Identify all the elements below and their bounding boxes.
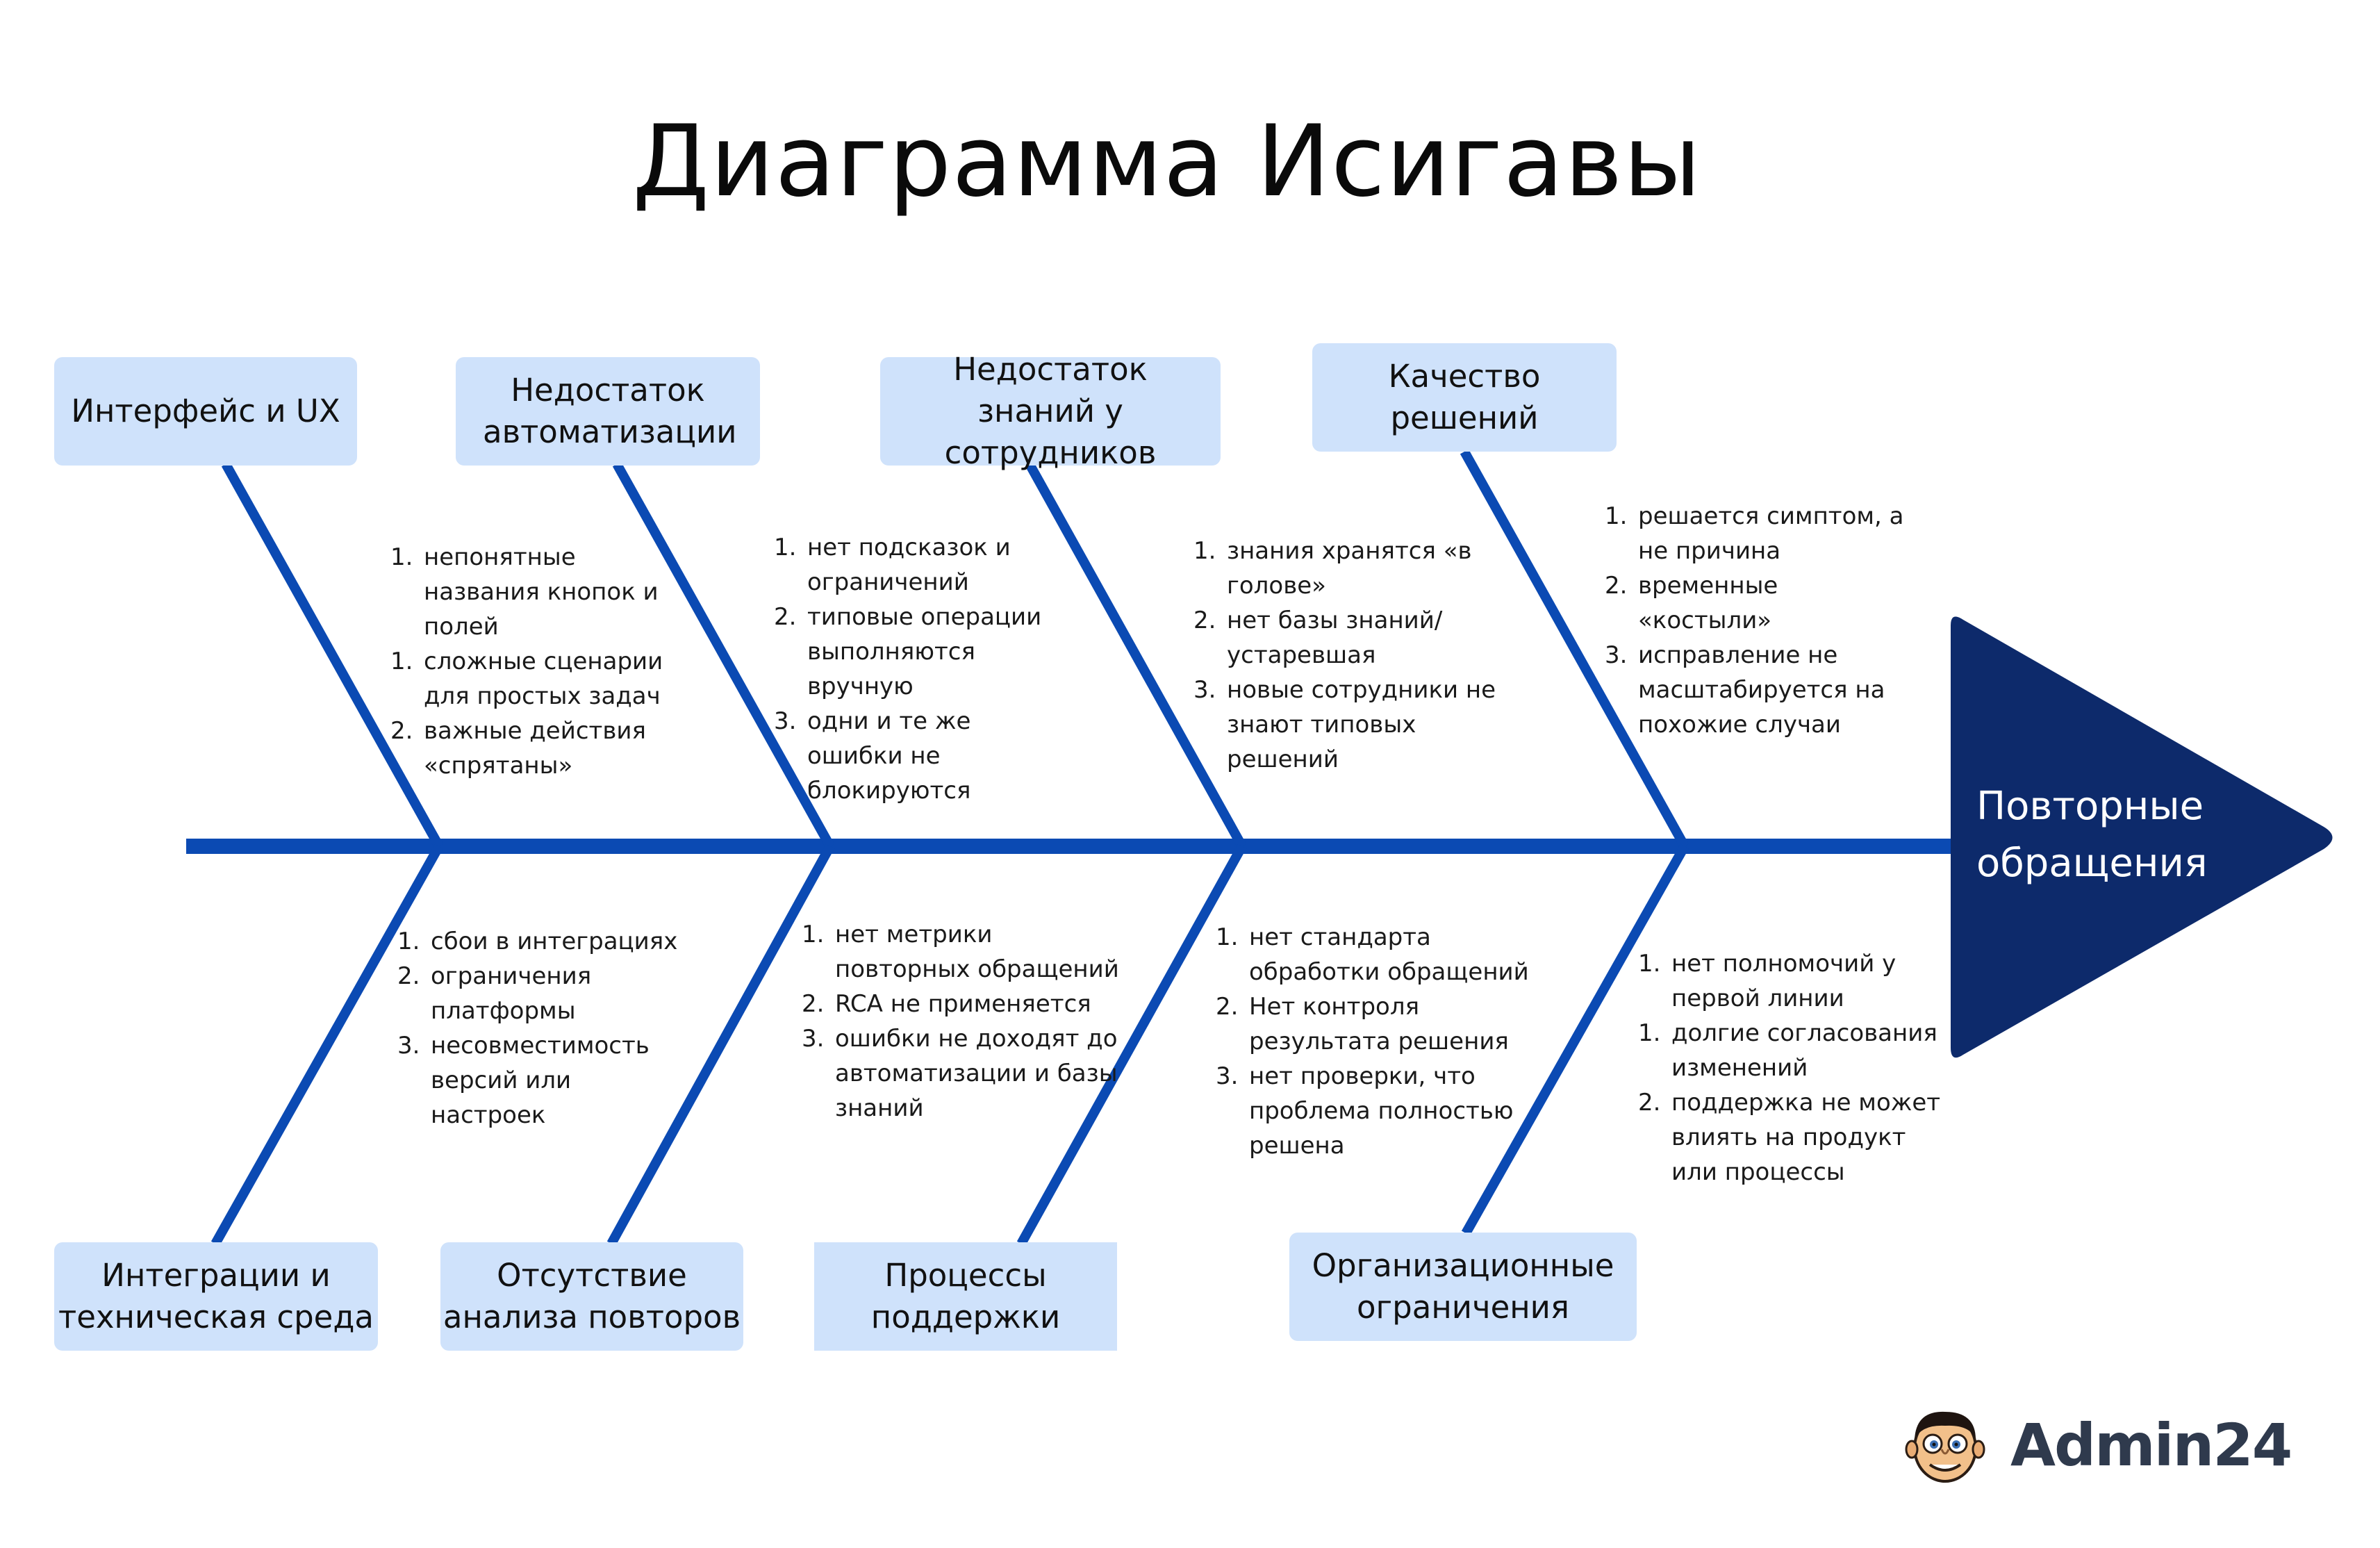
list-item: 1.знания хранятся «в голове» xyxy=(1193,537,1472,600)
category-processes: Процессы поддержки xyxy=(814,1242,1117,1351)
bone-analysis xyxy=(606,843,835,1246)
brand-logo: Admin24 xyxy=(1903,1403,2292,1487)
list-item: 2.типовые операции выполняются вручную xyxy=(774,603,1042,700)
list-item: 3.ошибки не доходят до автоматизации и б… xyxy=(802,1025,1118,1122)
list-item: 1.сложные сценарии для простых задач xyxy=(390,648,663,710)
list-item: 1.решается симптом, а не причина xyxy=(1605,502,1904,565)
causes-processes: 1.нет стандарта обработки обращений 2.Не… xyxy=(1216,920,1535,1163)
list-item: 1.непонятные названия кнопок и полей xyxy=(390,543,659,641)
list-item: 2.RCA не применяется xyxy=(802,990,1091,1018)
bone-integration xyxy=(210,843,444,1246)
fish-head xyxy=(1951,616,2333,1058)
effect-label: Повторные обращения xyxy=(1976,784,2208,886)
causes-knowledge: 1.знания хранятся «в голове» 2.нет базы … xyxy=(1193,534,1513,777)
category-ui: Интерфейс и UX xyxy=(54,357,357,466)
causes-integration: 1.сбои в интеграциях 2.ограничения платф… xyxy=(397,924,689,1133)
bone-org xyxy=(1461,843,1689,1236)
category-analysis: Отсутствие анализа повторов xyxy=(440,1242,743,1351)
causes-analysis: 1.нет метрики повторных обращений 2.RCA … xyxy=(802,917,1121,1126)
category-integration: Интеграции и техническая среда xyxy=(54,1242,378,1351)
category-knowledge: Недостаток знаний у сотрудников xyxy=(880,351,1221,471)
bone-automation xyxy=(612,461,835,849)
page-title: Диаграмма Исигавы xyxy=(632,104,1702,219)
list-item: 2.временные «костыли» xyxy=(1605,572,1778,634)
list-item: 2.Нет контроля результата решения xyxy=(1216,993,1509,1055)
list-item: 2.поддержка не может влиять на продукт и… xyxy=(1638,1089,1941,1186)
list-item: 2.ограничения платформы xyxy=(397,962,592,1025)
list-item: 3.одни и те же ошибки не блокируются xyxy=(774,707,971,805)
list-item: 1.нет стандарта обработки обращений xyxy=(1216,923,1529,986)
list-item: 1.сбои в интеграциях xyxy=(397,928,678,955)
causes-org: 1.нет полномочий у первой линии 1.долгие… xyxy=(1638,946,1958,1189)
mascot-face-icon xyxy=(1905,1411,1985,1483)
list-item: 2.важные действия «спрятаны» xyxy=(390,717,646,780)
causes-automation: 1.нет подсказок и ограничений 2.типовые … xyxy=(774,530,1066,808)
list-item: 1.нет метрики повторных обращений xyxy=(802,921,1119,983)
category-automation: Недостаток автоматизации xyxy=(456,357,760,466)
bone-knowledge xyxy=(1025,461,1247,849)
causes-ui: 1.непонятные названия кнопок и полей 1.с… xyxy=(390,540,668,783)
list-item: 2.нет базы знаний/ устаревшая xyxy=(1193,607,1443,669)
category-org: Организационные ограничения xyxy=(1289,1233,1637,1341)
list-item: 3.новые сотрудники не знают типовых реше… xyxy=(1193,676,1496,773)
list-item: 1.нет полномочий у первой линии xyxy=(1638,950,1896,1012)
bone-ui xyxy=(221,461,444,849)
list-item: 3.исправление не масштабируется на похож… xyxy=(1605,641,1885,739)
list-item: 1.нет подсказок и ограничений xyxy=(774,534,1011,596)
bone-quality xyxy=(1460,449,1689,849)
brand-name: Admin24 xyxy=(2010,1411,2292,1479)
list-item: 3.несовместимость версий или настроек xyxy=(397,1032,650,1129)
list-item: 1.долгие согласования изменений xyxy=(1638,1019,1937,1082)
causes-quality: 1.решается симптом, а не причина 2.време… xyxy=(1605,499,1910,742)
list-item: 3.нет проверки, что проблема полностью р… xyxy=(1216,1062,1514,1160)
category-quality: Качество решений xyxy=(1312,343,1617,452)
bone-processes xyxy=(1016,843,1247,1246)
